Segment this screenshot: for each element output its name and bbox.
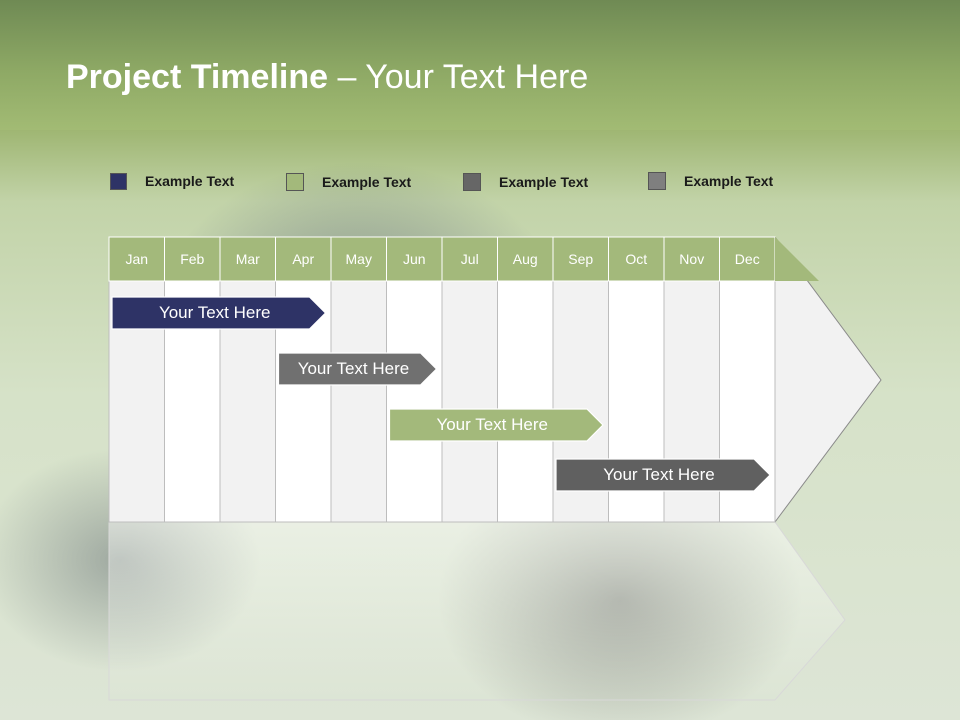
month-header-aug: [497, 236, 554, 282]
month-label-may: May: [345, 251, 372, 267]
task-label-3: Your Text Here: [436, 415, 548, 434]
legend-swatch-4: [648, 172, 666, 190]
task-bar-2: [277, 352, 438, 386]
title-rest: – Your Text Here: [328, 58, 589, 96]
timeline-reflection: [108, 521, 846, 701]
task-bar-1: [111, 296, 327, 330]
legend-swatch-2: [286, 173, 304, 191]
task-label-2: Your Text Here: [297, 359, 410, 378]
month-header-apr: [275, 236, 332, 282]
legend-item-3: Example Text: [463, 172, 588, 192]
task-label-1: Your Text Here: [158, 303, 271, 322]
month-column-may: [330, 280, 387, 523]
month-label-jun: Jun: [402, 251, 426, 267]
month-label-sep: Sep: [568, 251, 594, 267]
month-header-jun: [386, 236, 443, 282]
month-header-may: [330, 236, 387, 282]
month-header-jul: [441, 236, 498, 282]
header-band: [0, 0, 960, 130]
legend-swatch-3: [463, 173, 481, 191]
month-header-jan: [108, 236, 165, 282]
month-header-oct: [608, 236, 665, 282]
page-title: Project Timeline – Your Text Here: [66, 58, 588, 97]
month-column-aug: [497, 280, 554, 523]
month-label-oct: Oct: [625, 251, 648, 267]
legend-swatch-1: [110, 172, 127, 190]
month-header-mar: [219, 236, 276, 282]
month-label-apr: Apr: [292, 251, 315, 267]
month-label-mar: Mar: [235, 251, 260, 267]
month-label-jan: Jan: [125, 251, 149, 267]
month-header-feb: [164, 236, 221, 282]
legend-label-4: Example Text: [684, 173, 774, 189]
legend-label-2: Example Text: [322, 174, 412, 190]
legend-item-1: Example Text: [110, 171, 234, 191]
month-column-jun: [386, 280, 443, 523]
legend-item-2: Example Text: [286, 172, 411, 192]
task-bar-3: [388, 408, 604, 442]
month-header-nov: [663, 236, 720, 282]
legend-label-1: Example Text: [145, 173, 235, 189]
task-bar-4: [555, 458, 771, 492]
month-label-nov: Nov: [679, 251, 705, 267]
month-header-sep: [552, 236, 609, 282]
month-label-jul: Jul: [460, 251, 479, 267]
month-label-dec: Dec: [734, 251, 760, 267]
legend-label-3: Example Text: [499, 174, 589, 190]
legend-item-4: Example Text: [648, 171, 773, 191]
month-label-aug: Aug: [512, 251, 538, 267]
title-bold: Project Timeline: [66, 58, 329, 96]
month-label-feb: Feb: [180, 251, 205, 267]
month-column-jul: [441, 280, 498, 523]
task-label-4: Your Text Here: [603, 465, 715, 484]
timeline-header-tip: [775, 237, 819, 281]
